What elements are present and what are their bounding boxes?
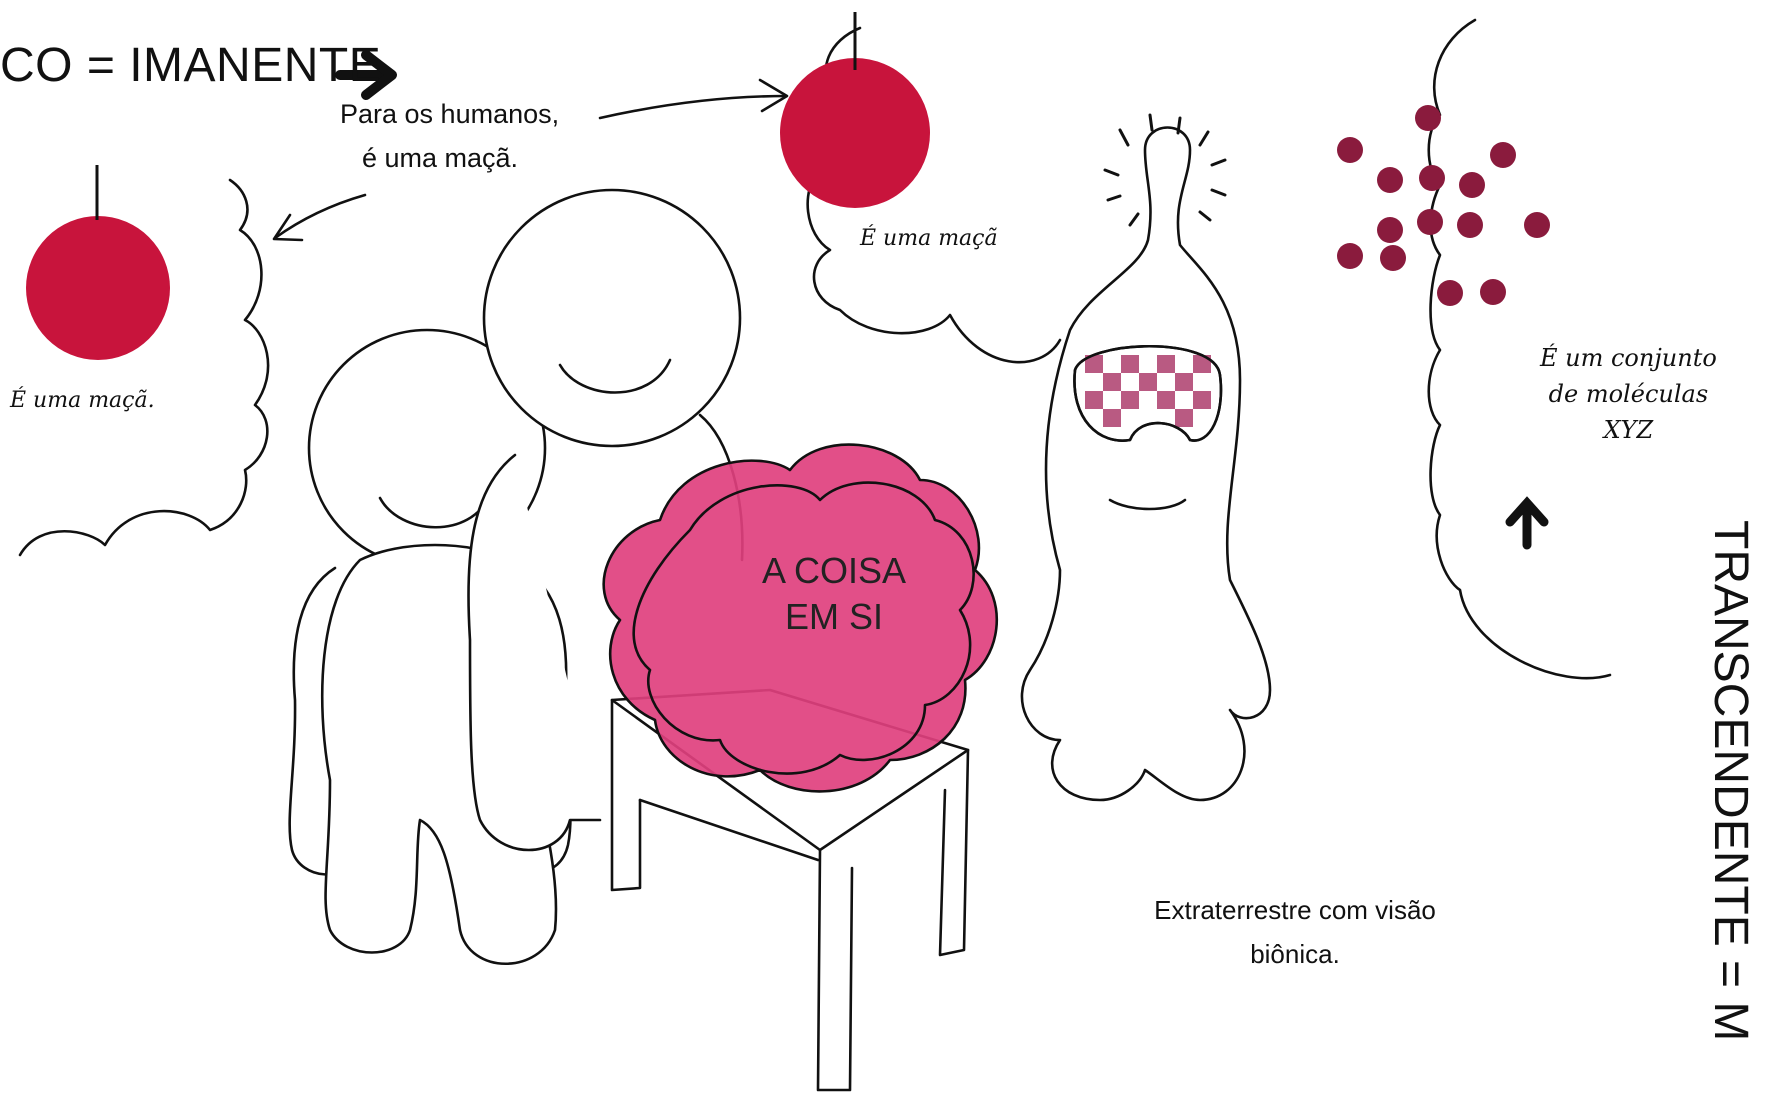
humans-caption: Para os humanos, é uma maçã. xyxy=(340,92,560,180)
alien-caption: Extraterrestre com visão biônica. xyxy=(1150,888,1440,976)
arrow-to-left-bubble xyxy=(273,193,367,240)
thing-in-itself-label: A COISA EM SI xyxy=(762,548,906,640)
alien-glow-rays xyxy=(1103,113,1227,227)
human-figure-back xyxy=(467,188,744,852)
arrow-to-center-bubble xyxy=(598,94,788,120)
left-thought-bubble xyxy=(18,178,270,557)
center-bubble-text: É uma maçã xyxy=(860,226,998,251)
humans-caption-line-1: Para os humanos, xyxy=(340,99,560,129)
apple-icon-center xyxy=(780,12,930,208)
right-bubble-line-1: É um conjunto xyxy=(1540,344,1717,372)
alien-caption-line-2: biônica. xyxy=(1250,939,1340,969)
right-bubble-text: É um conjunto de moléculas XYZ xyxy=(1540,340,1717,448)
right-bubble-line-2: de moléculas xyxy=(1548,380,1709,408)
molecule-dot-icon xyxy=(1337,105,1550,306)
imanente-label: CO = IMANENTE xyxy=(0,39,382,92)
alien-figure xyxy=(1020,113,1272,802)
thing-in-itself-blob xyxy=(602,443,998,793)
thing-label-line-2: EM SI xyxy=(785,596,884,637)
arrow-up-icon xyxy=(1505,496,1549,550)
thing-label-line-1: A COISA xyxy=(762,550,907,591)
apple-icon-left xyxy=(26,165,170,360)
alien-visor xyxy=(1073,345,1223,442)
transcendente-label: TRANSCENDENTE = M xyxy=(1704,520,1757,1042)
alien-caption-line-1: Extraterrestre com visão xyxy=(1154,895,1436,925)
right-bubble-line-3: XYZ xyxy=(1603,416,1654,444)
arrow-right-icon xyxy=(335,50,397,100)
humans-caption-line-2: é uma maçã. xyxy=(361,143,519,173)
left-bubble-text: É uma maçã. xyxy=(10,388,155,413)
